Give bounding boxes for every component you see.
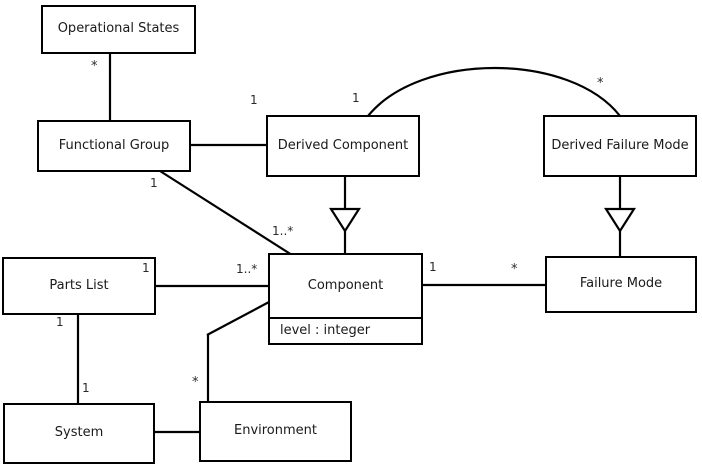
multiplicity-functional-group-derived-component: 1	[250, 93, 258, 107]
multiplicity-component-failure-mode-target: *	[511, 262, 518, 277]
multiplicity-derived-failure-mode-arc: *	[597, 76, 604, 91]
connector-functional-group-component	[159, 170, 293, 256]
multiplicity-parts-list-component-target: 1..*	[236, 262, 258, 276]
multiplicity-operational-states-functional-group: *	[91, 59, 98, 74]
class-box-operational-states[interactable]: Operational States	[41, 5, 196, 54]
class-box-system[interactable]: System	[3, 403, 155, 464]
class-name-failure-mode: Failure Mode	[579, 276, 663, 292]
connector-environment-component-diagonal	[206, 301, 270, 336]
multiplicity-environment-component: *	[192, 375, 199, 390]
class-box-functional-group[interactable]: Functional Group	[37, 120, 191, 172]
multiplicity-derived-component-arc: 1	[352, 91, 360, 105]
class-name-environment: Environment	[233, 423, 317, 439]
multiplicity-parts-list-system-source: 1	[56, 315, 64, 329]
multiplicity-parts-list-system-target: 1	[82, 381, 90, 395]
generalization-triangle-derived-failure-mode	[603, 207, 637, 234]
class-name-derived-failure-mode: Derived Failure Mode	[551, 137, 689, 153]
class-name-parts-list: Parts List	[49, 277, 109, 293]
generalization-triangle-derived-component	[328, 207, 362, 234]
class-box-component[interactable]: Component level : integer	[268, 253, 423, 345]
multiplicity-component-failure-mode-source: 1	[429, 260, 437, 274]
multiplicity-functional-group-component-source: 1	[150, 176, 158, 190]
class-name-system: System	[54, 425, 104, 441]
class-name-component: Component	[307, 277, 384, 293]
class-box-environment[interactable]: Environment	[199, 401, 352, 462]
multiplicity-functional-group-component-target: 1..*	[272, 224, 294, 238]
class-name-derived-component: Derived Component	[277, 137, 409, 153]
class-box-derived-failure-mode[interactable]: Derived Failure Mode	[543, 115, 697, 177]
class-box-parts-list[interactable]: Parts List	[2, 257, 156, 315]
connector-derived-component-derived-failure-mode-arc	[367, 66, 621, 117]
class-name-functional-group: Functional Group	[58, 137, 170, 153]
multiplicity-parts-list-component-source: 1	[142, 261, 150, 275]
class-box-failure-mode[interactable]: Failure Mode	[545, 256, 697, 313]
class-attribute-component-level: level : integer	[270, 317, 421, 343]
class-name-operational-states: Operational States	[57, 21, 180, 37]
class-box-derived-component[interactable]: Derived Component	[266, 115, 420, 177]
